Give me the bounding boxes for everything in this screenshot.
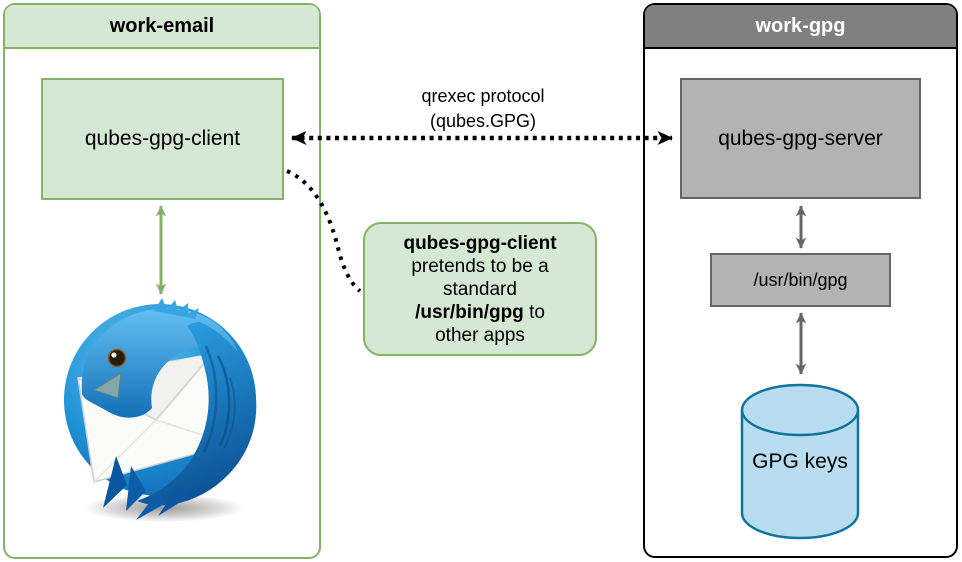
database-cylinder-icon	[740, 383, 860, 540]
node-label-qubes-gpg-server: qubes-gpg-server	[718, 126, 883, 150]
vm-container-work-gpg: work-gpg qubes-gpg-server /usr/bin/gpg G…	[643, 3, 958, 558]
node-label-usr-bin-gpg: /usr/bin/gpg	[753, 269, 848, 290]
callout-line5: other apps	[435, 324, 525, 346]
qrexec-protocol-line1: qrexec protocol	[421, 86, 545, 106]
node-qubes-gpg-client: qubes-gpg-client	[41, 78, 284, 200]
node-qubes-gpg-server: qubes-gpg-server	[680, 78, 921, 199]
callout-line2: pretends to be a	[411, 255, 549, 277]
vm-title-work-gpg: work-gpg	[755, 14, 846, 37]
callout-note: qubes-gpg-client pretends to be a standa…	[363, 222, 597, 356]
gpg-keys-store: GPG keys	[740, 382, 860, 540]
callout-line3: standard	[443, 278, 517, 300]
node-usr-bin-gpg: /usr/bin/gpg	[710, 253, 891, 307]
qrexec-protocol-line2: (qubes.GPG)	[429, 111, 537, 131]
node-label-qubes-gpg-client: qubes-gpg-client	[84, 127, 241, 150]
callout-line4-rest: to	[523, 301, 545, 323]
callout-line4-path: /usr/bin/gpg	[415, 301, 524, 323]
callout-line1: qubes-gpg-client	[403, 232, 557, 254]
vm-header-work-email: work-email	[5, 5, 319, 49]
thunderbird-icon	[64, 298, 257, 522]
qrexec-protocol-label: qrexec protocol (qubes.GPG)	[383, 84, 583, 134]
gpg-keys-label: GPG keys	[752, 450, 848, 473]
vm-title-work-email: work-email	[109, 14, 215, 37]
vm-container-work-email: work-email qubes-gpg-client	[3, 3, 321, 559]
vm-header-work-gpg: work-gpg	[645, 5, 956, 49]
callout-line4: /usr/bin/gpg to	[415, 301, 545, 324]
